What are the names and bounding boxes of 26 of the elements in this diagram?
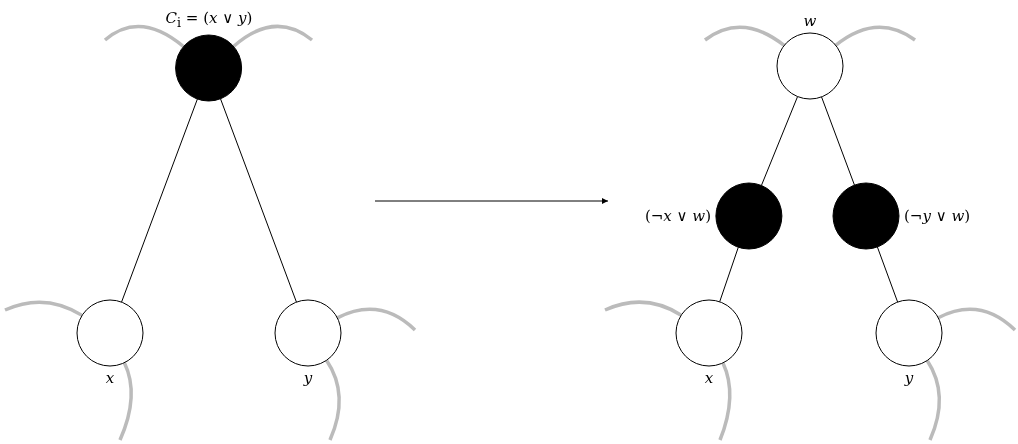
partial-edge-arc [4,300,83,317]
partial-edge-arc [604,300,683,317]
partial-edge-arc [103,24,185,49]
edge-line [760,96,799,186]
partial-edge-arc [336,307,417,332]
partial-edge-arc [232,24,314,48]
edge-line [719,246,739,303]
partial-edge-arc [325,359,341,441]
partial-edge-arc [118,362,133,441]
partial-edge-arc [704,25,786,47]
vertex-label: y [303,369,313,387]
edge-line [876,246,899,303]
edge-line [121,98,198,303]
partial-edge-arc [718,362,732,441]
vertex-label: (¬x ∨ w) [644,207,711,225]
partial-edge-arc [925,359,942,441]
vertex-label: (¬y ∨ w) [904,207,971,225]
vertex-label: w [803,12,817,30]
vertex-label: y [904,369,914,387]
vertex-label: x [704,369,714,387]
partial-edge-arc [834,25,916,47]
vertex-label: C$_{i}$ = (x ∨ y) [165,9,253,32]
edge-line [220,98,297,303]
edge-line [821,96,855,186]
vertex-label: x [105,369,115,387]
partial-edge-arc [937,307,1017,332]
